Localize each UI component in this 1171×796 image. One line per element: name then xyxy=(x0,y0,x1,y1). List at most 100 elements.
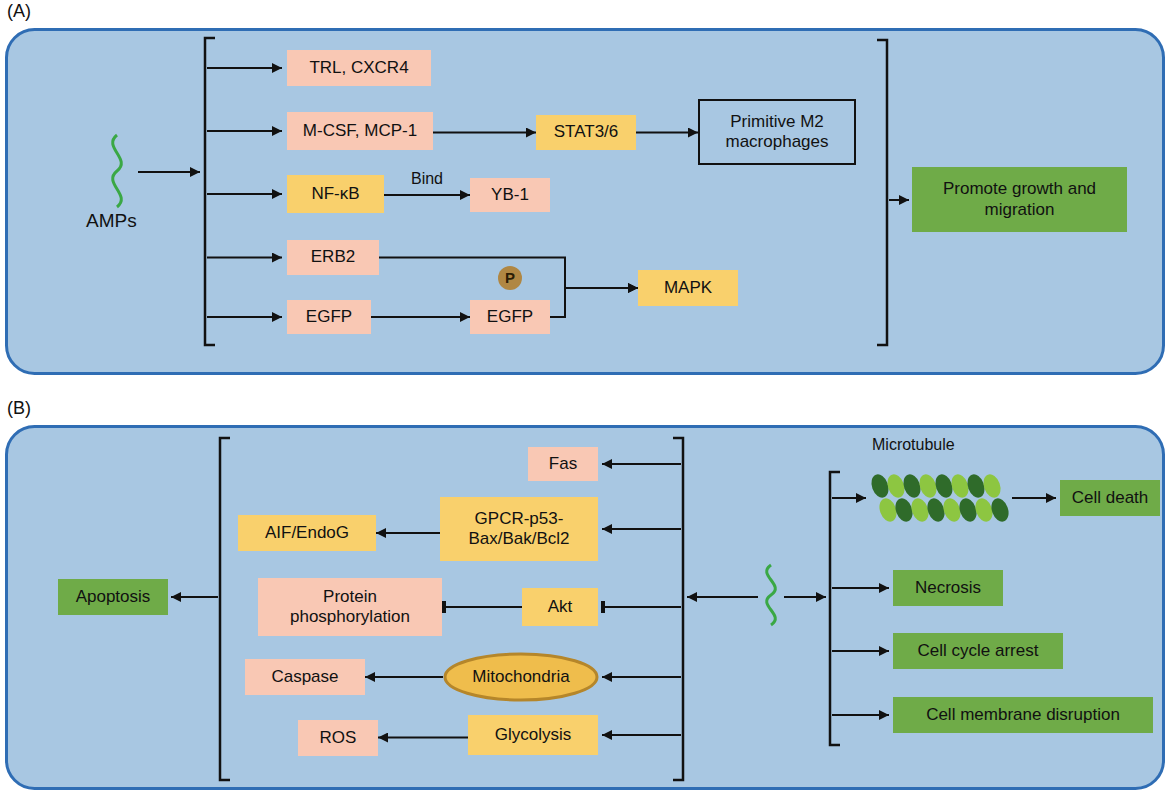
pathway-box: AIF/EndoG xyxy=(238,515,376,551)
arrow xyxy=(832,497,866,499)
molecule-box: EGFP xyxy=(470,300,550,334)
arrow xyxy=(1012,497,1056,499)
molecule-box: ERB2 xyxy=(287,240,379,275)
inhibition-connector xyxy=(442,606,522,608)
pathway-box: GPCR-p53-Bax/Bak/Bcl2 xyxy=(440,497,598,561)
outcome-box: Cell death xyxy=(1060,480,1160,516)
bracket xyxy=(877,40,887,345)
arrow-connector xyxy=(636,132,698,134)
inhibition-line xyxy=(601,606,681,608)
bracket xyxy=(673,438,683,780)
pathway-box: Akt xyxy=(522,588,598,626)
arrow-connector xyxy=(384,194,470,196)
node-label: M-CSF, MCP-1 xyxy=(303,121,417,141)
bracket xyxy=(830,472,840,745)
molecule-box: TRL, CXCR4 xyxy=(287,50,431,86)
tubulin xyxy=(980,472,1003,500)
tubulin xyxy=(988,496,1011,524)
arrow xyxy=(171,596,218,598)
pathway-box: NF-κB xyxy=(287,175,384,213)
outcome-box: Promote growth and migration xyxy=(912,167,1127,232)
arrow-connector xyxy=(365,676,443,678)
node-label: Cell cycle arrest xyxy=(918,641,1039,661)
arrow xyxy=(207,257,282,259)
node-label: Promote growth and migration xyxy=(920,179,1119,220)
peptide-squiggle xyxy=(113,135,122,207)
panel-outline xyxy=(7,427,1164,789)
molecule-box: Caspase xyxy=(245,659,365,695)
panel: (A)TRL, CXCR4M-CSF, MCP-1STAT3/6Primitiv… xyxy=(5,28,1165,375)
mitochondria-outline xyxy=(445,654,597,700)
node-label: GPCR-p53-Bax/Bak/Bcl2 xyxy=(448,509,590,550)
arrow xyxy=(687,596,758,598)
phospho-circle: P xyxy=(498,266,522,290)
node-label: Cell membrane disruption xyxy=(926,705,1120,725)
cell-type-box: Primitive M2 macrophages xyxy=(698,99,856,165)
panel-heading: (A) xyxy=(7,1,31,22)
node-label: Necrosis xyxy=(915,578,981,598)
node-label: AIF/EndoG xyxy=(265,523,349,543)
node-label: YB-1 xyxy=(491,185,529,205)
arrow xyxy=(602,463,681,465)
node-label: STAT3/6 xyxy=(554,122,619,142)
molecule-box: M-CSF, MCP-1 xyxy=(287,112,433,150)
peptide-label: AMPs xyxy=(86,210,137,232)
arrow xyxy=(602,676,681,678)
node-label: Primitive M2 macrophages xyxy=(708,112,846,153)
node-label: Caspase xyxy=(271,667,338,687)
outcome-box: Apoptosis xyxy=(58,579,168,615)
node-label: Akt xyxy=(548,597,573,617)
node-label: MAPK xyxy=(664,278,712,298)
arrow xyxy=(207,193,282,195)
arrow xyxy=(602,528,681,530)
molecule-box: EGFP xyxy=(287,300,371,334)
peptide-squiggle xyxy=(767,565,776,625)
molecule-box: Protein phosphorylation xyxy=(258,578,442,636)
bracket xyxy=(220,438,230,780)
node-label: Fas xyxy=(549,454,577,474)
node-label: ERB2 xyxy=(311,247,355,267)
arrow-connector xyxy=(378,737,468,739)
node-label: EGFP xyxy=(306,307,352,327)
molecule-box: Fas xyxy=(528,447,598,481)
node-label: TRL, CXCR4 xyxy=(309,58,408,78)
panel-outline xyxy=(7,30,1164,374)
arrow-connector xyxy=(379,258,638,289)
arrow xyxy=(207,67,282,69)
panel: (B)FasGPCR-p53-Bax/Bak/Bcl2AIF/EndoGApop… xyxy=(5,425,1165,790)
outcome-box: Cell membrane disruption xyxy=(893,697,1153,733)
arrow xyxy=(207,316,282,318)
arrow-connector xyxy=(371,316,470,318)
pathway-box: MAPK xyxy=(638,270,738,306)
arrow xyxy=(832,587,889,589)
arrow-connector xyxy=(550,288,638,317)
arrow-connector xyxy=(433,132,536,134)
arrow xyxy=(832,650,889,652)
pathway-box: Glycolysis xyxy=(468,715,598,755)
molecule-box: YB-1 xyxy=(470,178,550,212)
bracket xyxy=(205,38,215,345)
arrow xyxy=(207,130,282,132)
node-label: Mitochondria xyxy=(472,667,569,687)
outcome-box: Necrosis xyxy=(893,570,1003,606)
molecule-box: ROS xyxy=(298,720,378,756)
arrow xyxy=(832,714,889,716)
illustration-label: Microtubule xyxy=(872,436,955,454)
arrow xyxy=(602,734,681,736)
arrow-connector xyxy=(376,532,440,534)
edge-label: Bind xyxy=(411,170,443,188)
microtubule-illustration xyxy=(868,472,1011,524)
pathway-box: STAT3/6 xyxy=(536,115,636,150)
node-label: Apoptosis xyxy=(76,587,151,607)
panel-heading: (B) xyxy=(7,398,31,419)
node-label: EGFP xyxy=(487,307,533,327)
node-label: P xyxy=(505,269,515,287)
mitochondria-ellipse: Mitochondria xyxy=(443,652,599,702)
arrow xyxy=(784,596,826,598)
arrow xyxy=(889,199,909,201)
arrow xyxy=(138,171,200,173)
node-label: ROS xyxy=(320,728,357,748)
outcome-box: Cell cycle arrest xyxy=(893,633,1063,669)
node-label: Protein phosphorylation xyxy=(266,587,434,628)
